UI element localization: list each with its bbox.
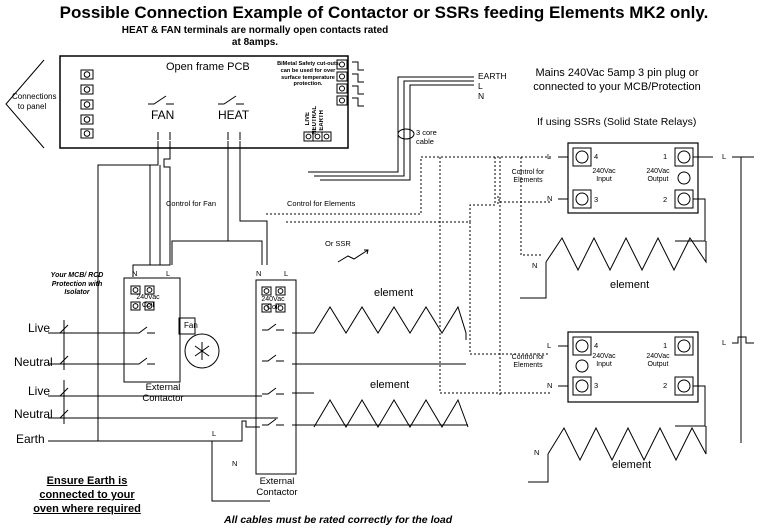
bimetal-note: BiMetal Safety cut-outs can be used for … [277,61,339,88]
ssr-note: If using SSRs (Solid State Relays) [537,116,697,128]
mcb-note: Your MCB/ RCD Protection with Isolator [50,272,104,296]
ssr-2-output: 240Vac Output [646,353,670,368]
ssr-2-t4: 4 [594,341,599,350]
ssr-1-l-out: L [722,152,727,161]
pcb-live-label: LIVE [305,112,311,126]
ensure-earth-note: Ensure Earth is connected to your oven w… [33,475,141,515]
contactor-2-n: N [256,269,262,278]
heat-wiring [171,141,268,265]
mains-earth-label: EARTH [478,71,507,81]
ssr-1-l: L [547,152,552,161]
contactor-2-caption: External Contactor [256,476,298,498]
ssr-1-t1: 1 [663,152,668,161]
contactor-2-coil: 240Vac Coil [261,296,285,311]
heat-fan-note: HEAT & FAN terminals are normally open c… [121,25,389,48]
fan-motor [184,333,220,369]
element-2-label: element [370,379,410,391]
control-for-fan-label: Control for Fan [166,199,217,208]
contactor-1 [123,277,181,383]
element-3-label: element [610,279,650,291]
ssr-1-n: N [547,194,553,203]
heat-terminal-label: HEAT [218,108,250,122]
mains-note: Mains 240Vac 5amp 3 pin plug or connecte… [533,67,701,93]
element-3-zigzag [545,236,707,272]
neutral-1-label: Neutral [14,355,53,369]
or-ssr-arrow [337,249,369,263]
element-2-zigzag [313,398,469,428]
pcb-neutral-label: NEUTRAL [312,106,318,135]
connections-to-panel: Connections to panel [12,92,57,111]
footer-note: All cables must be rated correctly for t… [224,514,453,526]
earth-label: Earth [16,432,45,446]
live-1-label: Live [28,321,51,335]
element-1-zigzag [313,305,467,340]
control-dotted [266,156,552,395]
control-for-elements-label: Control for Elements [287,199,356,208]
ssr-2-t2: 2 [663,381,668,390]
pcb-box [59,55,349,149]
pcb-mains-terminals [303,131,332,142]
element-4-zigzag [547,426,707,462]
ssr-1-control-label: Control for Elements [511,169,545,184]
panel-arrow [5,59,45,149]
fan-switch [148,95,174,105]
ssr-2-l-out: L [722,338,727,347]
supply-rails [48,320,278,442]
contactor-1-caption: External Contactor [142,382,184,404]
mains-cable [308,76,474,181]
ssr-2-t3: 3 [594,381,599,390]
contactor-2-n-lead: N [232,459,238,468]
pcb-label: Open frame PCB [166,61,250,73]
mains-n-label: N [478,91,485,101]
pcb-left-terminals [80,69,94,139]
fan-label: Fan [184,321,198,330]
element-4-label: element [612,459,652,471]
ssr-1 [567,142,699,214]
contactor-2-l: L [284,269,289,278]
ssr-2 [567,331,699,403]
contactor-1-n: N [132,269,138,278]
contactor-2 [255,279,297,475]
contactor-2-l-lead: L [212,429,217,438]
element-4-n: N [534,448,540,457]
ssr-2-control-label: Control for Elements [511,354,545,369]
contactor-1-l: L [166,269,171,278]
pcb-earth-label: EARTH [319,110,325,131]
ssr-1-t4: 4 [594,152,599,161]
ssr-1-input: 240Vac Input [592,168,616,183]
fan-terminal-label: FAN [151,108,175,122]
ssr-2-n: N [547,381,553,390]
mains-l-label: L [478,81,483,91]
live-2-label: Live [28,384,51,398]
ssr-1-t3: 3 [594,195,599,204]
ssr-1-t2: 2 [663,195,668,204]
heat-switch [218,95,244,105]
ssr-1-output: 240Vac Output [646,168,670,183]
diagram-title: Possible Connection Example of Contactor… [59,3,709,22]
ssr-2-l: L [547,341,552,350]
fan-wiring [64,141,171,442]
or-ssr-label: Or SSR [325,239,351,248]
ssr-2-input: 240Vac Input [592,353,616,368]
element-3-n: N [532,261,538,270]
element-1-label: element [374,287,414,299]
ssr-2-t1: 1 [663,341,668,350]
neutral-2-label: Neutral [14,407,53,421]
cable-note: 3 core cable [416,128,437,146]
contactor-1-coil: 240Vac Coil [136,294,160,309]
pcb-right-terminals [336,59,364,107]
